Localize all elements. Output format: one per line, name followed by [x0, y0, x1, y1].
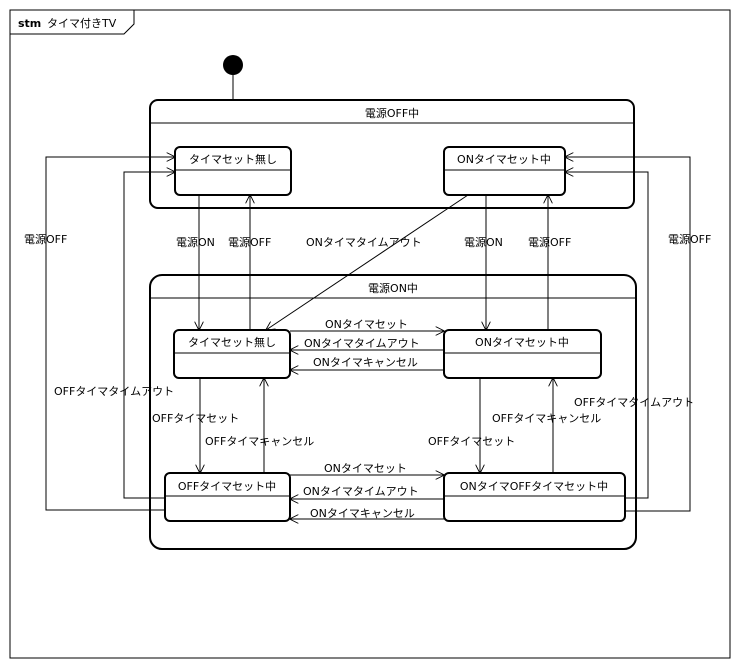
- label-power-off-left: 電源OFF: [24, 232, 67, 246]
- composite-power-on-label: 電源ON中: [368, 281, 418, 295]
- state-on-on-timer-label: ONタイマセット中: [475, 336, 569, 349]
- frame-title-tab: [10, 10, 135, 35]
- diagram-frame: [9, 9, 731, 659]
- edge-power-off-right-loop: [565, 157, 691, 512]
- state-on-off-timer-label: OFFタイマセット中: [178, 480, 276, 493]
- label-on-timeout-diag: ONタイマタイムアウト: [306, 236, 422, 249]
- composite-power-off-label: 電源OFF中: [365, 106, 419, 120]
- label-on-timer-set-top: ONタイマセット: [325, 318, 408, 331]
- label-power-off-right: 電源OFF: [668, 232, 711, 246]
- initial-node: [223, 55, 243, 75]
- state-on-both-timers: [443, 472, 626, 522]
- label-power-off-1: 電源OFF: [228, 235, 271, 249]
- label-on-timeout-top: ONタイマタイムアウト: [304, 337, 420, 350]
- label-off-cancel-right: OFFタイマキャンセル: [492, 412, 601, 425]
- label-off-timeout-left: OFFタイマタイムアウト: [54, 385, 174, 398]
- edge-off-timeout-right-loop: [565, 172, 649, 499]
- label-on-timer-set-bottom: ONタイマセット: [324, 462, 407, 475]
- label-power-on-1: 電源ON: [176, 235, 215, 249]
- label-off-timer-set-right: OFFタイマセット: [428, 435, 515, 448]
- edge-off-timeout-left-loop: [123, 172, 175, 499]
- edge-on-timeout-diag: [266, 194, 469, 330]
- label-power-off-2: 電源OFF: [528, 235, 571, 249]
- state-off-no-timer-label: タイマセット無し: [189, 152, 277, 166]
- state-on-both-timers-label: ONタイマOFFタイマセット中: [460, 480, 608, 493]
- label-on-cancel-top: ONタイマキャンセル: [313, 356, 418, 369]
- frame-title: タイマ付きTV: [47, 17, 117, 30]
- label-off-cancel-left: OFFタイマキャンセル: [205, 435, 314, 448]
- state-on-no-timer-label: タイマセット無し: [188, 335, 276, 349]
- label-on-cancel-bottom: ONタイマキャンセル: [310, 507, 415, 520]
- state-on-on-timer: [443, 329, 602, 379]
- frame-keyword: stm: [18, 17, 41, 30]
- label-off-timeout-right: OFFタイマタイムアウト: [574, 396, 694, 409]
- state-off-on-timer-label: ONタイマセット中: [457, 153, 551, 166]
- label-off-timer-set-left: OFFタイマセット: [152, 412, 239, 425]
- label-on-timeout-bottom: ONタイマタイムアウト: [303, 485, 419, 498]
- label-power-on-2: 電源ON: [464, 235, 503, 249]
- edge-power-off-left-loop: [45, 157, 175, 511]
